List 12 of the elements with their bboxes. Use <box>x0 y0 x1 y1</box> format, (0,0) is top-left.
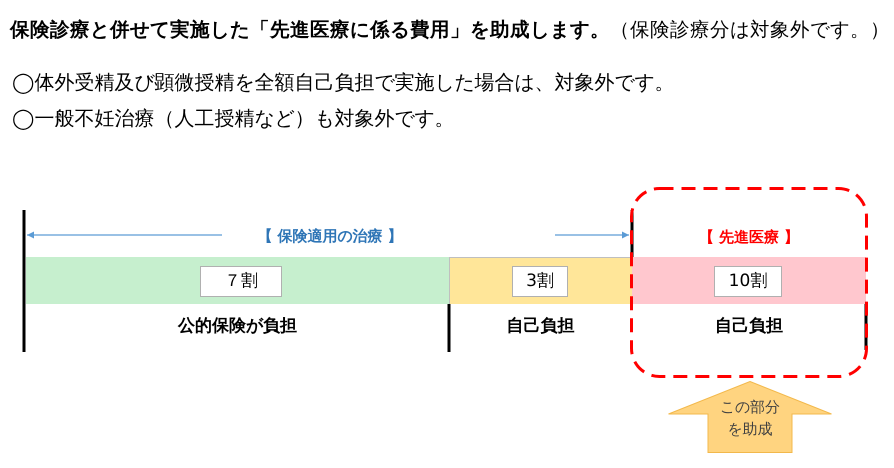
ratio-box: ７割 <box>200 266 282 297</box>
ratio-box: 3割 <box>512 266 568 297</box>
payer-label: 自己負担 <box>715 315 783 338</box>
note-text: ◯体外受精及び顕微授精を全額自己負担で実施した場合は、対象外です。 <box>12 69 674 96</box>
span-label: 【 保険適用の治療 】 <box>257 226 403 247</box>
section-heading: 【 先進医療 】 <box>698 227 800 248</box>
payer-label: 公的保険が負担 <box>178 315 297 338</box>
ratio-box: 10割 <box>714 266 782 297</box>
arrow-label: この部分を助成 <box>719 397 781 440</box>
payer-label: 自己負担 <box>506 315 574 338</box>
note-text: ◯一般不妊治療（人工授精など）も対象外です。 <box>12 105 454 132</box>
heading-text: 保険診療と併せて実施した「先進医療に係る費用」を助成します。（保険診療分は対象外です。） <box>10 17 890 43</box>
